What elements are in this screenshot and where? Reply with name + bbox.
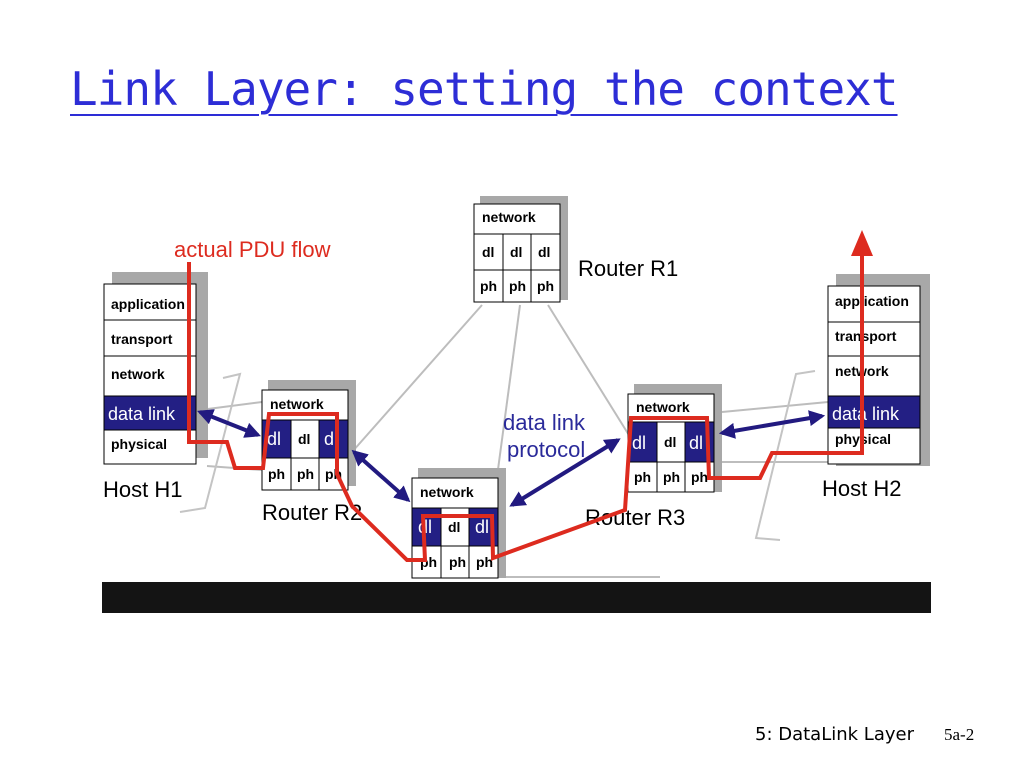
r3-dl-right: dl: [689, 433, 703, 453]
r3-ph-1: ph: [634, 469, 651, 485]
r3-dl-left: dl: [632, 433, 646, 453]
r2-dl-left: dl: [267, 429, 281, 449]
r2-dl-right: dl: [324, 429, 338, 449]
footer-section: 5: DataLink Layer: [755, 724, 914, 745]
rc-ph-3: ph: [476, 554, 493, 570]
router-r2-label: Router R2: [262, 500, 362, 525]
pdu-flow-label: actual PDU flow: [174, 237, 331, 262]
router-r2-stack: network dl dl dl ph ph ph: [261, 380, 356, 491]
r1-dl-1: dl: [482, 244, 494, 260]
r1-ph-1: ph: [480, 278, 497, 294]
r2-ph-2: ph: [297, 466, 314, 482]
r3-network: network: [636, 399, 690, 415]
r1-dl-3: dl: [538, 244, 550, 260]
r3-ph-2: ph: [663, 469, 680, 485]
h2-layer-application: application: [835, 293, 909, 309]
r1-network: network: [482, 209, 536, 225]
r2-network: network: [270, 396, 324, 412]
h1-layer-application: application: [111, 296, 185, 312]
h1-layer-network: network: [111, 366, 165, 382]
h1-layer-physical: physical: [111, 436, 167, 452]
rc-network: network: [420, 484, 474, 500]
rc-dl-mid: dl: [448, 519, 460, 535]
h2-layer-transport: transport: [835, 328, 897, 344]
host-h1-stack: application transport network data link …: [103, 272, 208, 465]
h2-layer-datalink: data link: [832, 404, 900, 424]
rc-dl-right: dl: [475, 517, 489, 537]
r2-dl-mid: dl: [298, 431, 310, 447]
pdu-flow-arrowhead: [851, 230, 873, 256]
host-h2-stack: application transport network data link …: [827, 274, 930, 466]
r1-dl-2: dl: [510, 244, 522, 260]
protocol-arrows: [197, 409, 826, 507]
router-r1-label: Router R1: [578, 256, 678, 281]
protocol-label-line1: data link: [503, 410, 586, 435]
host-h1-label: Host H1: [103, 477, 182, 502]
bottom-band: [102, 582, 931, 613]
host-h2-label: Host H2: [822, 476, 901, 501]
footer-page-number: 5a-2: [944, 725, 975, 744]
r1-ph-3: ph: [537, 278, 554, 294]
rc-ph-2: ph: [449, 554, 466, 570]
r2-ph-1: ph: [268, 466, 285, 482]
protocol-label-line2: protocol: [507, 437, 585, 462]
pdu-flow-path: [187, 230, 873, 562]
r3-dl-mid: dl: [664, 434, 676, 450]
h1-layer-transport: transport: [111, 331, 173, 347]
r1-ph-2: ph: [509, 278, 526, 294]
router-r1-stack: network dl dl dl ph ph ph: [473, 196, 568, 303]
slide-title: Link Layer: setting the context: [70, 62, 899, 116]
r3-ph-3: ph: [691, 469, 708, 485]
h1-layer-datalink: data link: [108, 404, 176, 424]
